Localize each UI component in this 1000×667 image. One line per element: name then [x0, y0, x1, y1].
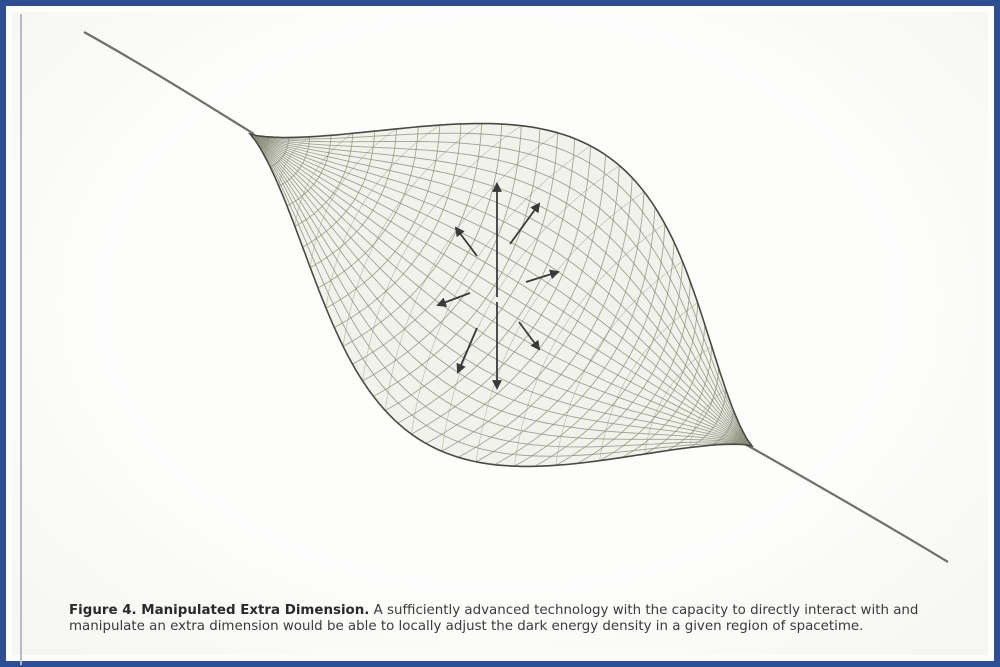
figure-caption-label: Figure 4. Manipulated Extra Dimension.: [69, 603, 369, 618]
membrane-tail-left: [84, 32, 254, 134]
extra-dimension-figure: [12, 12, 1000, 587]
membrane-tail-right: [738, 440, 948, 562]
figure-caption: Figure 4. Manipulated Extra Dimension. A…: [69, 603, 979, 635]
